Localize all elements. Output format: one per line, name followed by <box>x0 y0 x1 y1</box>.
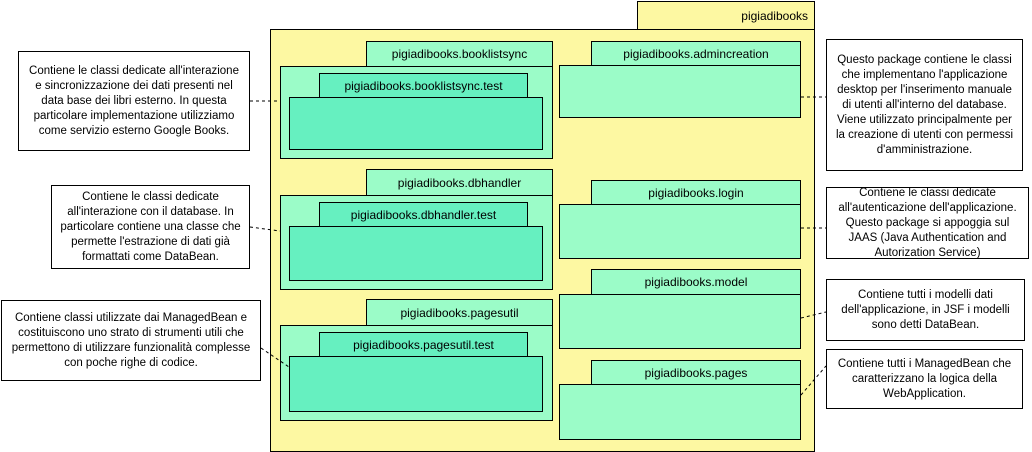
root-package-label: pigiadibooks <box>741 8 808 23</box>
package-login-tab[interactable]: pigiadibooks.login <box>591 180 801 205</box>
package-admincreation-tab[interactable]: pigiadibooks.admincreation <box>591 41 801 66</box>
package-pagesutil-label: pigiadibooks.pagesutil <box>400 305 519 320</box>
package-admincreation-label: pigiadibooks.admincreation <box>623 46 769 61</box>
note-pagesutil: Contiene classi utilizzate dai ManagedBe… <box>1 300 261 381</box>
note-model: Contiene tutti i modelli dati dell'appli… <box>826 279 1025 341</box>
package-login-label: pigiadibooks.login <box>648 185 744 200</box>
package-model-body[interactable] <box>559 294 801 349</box>
package-dbhandler-tab[interactable]: pigiadibooks.dbhandler <box>366 169 553 196</box>
note-pagesutil-text: Contiene classi utilizzate dai ManagedBe… <box>11 311 251 369</box>
note-login: Contiene le classi dedicate all'autentic… <box>826 187 1029 259</box>
note-admincreation: Questo package contiene le classi che im… <box>826 39 1023 171</box>
package-model-label: pigiadibooks.model <box>644 275 748 289</box>
note-booklistsync: Contiene le classi dedicate all'interazi… <box>18 51 250 151</box>
package-booklistsync-label: pigiadibooks.booklistsync <box>391 47 528 61</box>
package-dbhandler-label: pigiadibooks.dbhandler <box>397 175 522 190</box>
package-booklistsync-test-body[interactable] <box>289 97 543 150</box>
note-model-text: Contiene tutti i modelli dati dell'appli… <box>841 288 1010 331</box>
package-pages-label: pigiadibooks.pages <box>644 365 748 380</box>
connector-model <box>800 311 827 319</box>
note-booklistsync-text: Contiene le classi dedicate all'interazi… <box>29 64 239 137</box>
note-pages-text: Contiene tutti i ManagedBean che caratte… <box>837 357 1012 400</box>
note-dbhandler: Contiene le classi dedicate all'interazi… <box>51 185 250 269</box>
note-dbhandler-text: Contiene le classi dedicate all'interazi… <box>60 190 241 263</box>
package-login-body[interactable] <box>559 204 801 259</box>
root-package-tab[interactable]: pigiadibooks <box>637 1 815 30</box>
package-dbhandler-test-body[interactable] <box>289 226 543 281</box>
note-admincreation-text: Questo package contiene le classi che im… <box>835 53 1014 156</box>
package-model-tab[interactable]: pigiadibooks.model <box>591 269 801 295</box>
package-pagesutil-tab[interactable]: pigiadibooks.pagesutil <box>366 299 553 326</box>
package-pages-tab[interactable]: pigiadibooks.pages <box>591 360 801 385</box>
package-pagesutil-test-tab[interactable]: pigiadibooks.pagesutil.test <box>319 332 528 357</box>
package-pagesutil-test-body[interactable] <box>289 356 543 412</box>
package-admincreation-body[interactable] <box>559 65 801 118</box>
package-booklistsync-test-label: pigiadibooks.booklistsync.test <box>344 78 503 93</box>
note-login-text: Contiene le classi dedicate all'autentic… <box>838 186 1017 259</box>
connector-pages <box>800 365 827 396</box>
package-booklistsync-tab[interactable]: pigiadibooks.booklistsync <box>366 41 553 67</box>
note-pages: Contiene tutti i ManagedBean che caratte… <box>826 349 1023 409</box>
connector-pagesutil <box>260 347 290 368</box>
package-pagesutil-test-label: pigiadibooks.pagesutil.test <box>353 337 494 352</box>
package-dbhandler-test-label: pigiadibooks.dbhandler.test <box>350 207 497 222</box>
package-pages-body[interactable] <box>559 384 801 440</box>
connector-dbhandler <box>249 226 281 232</box>
